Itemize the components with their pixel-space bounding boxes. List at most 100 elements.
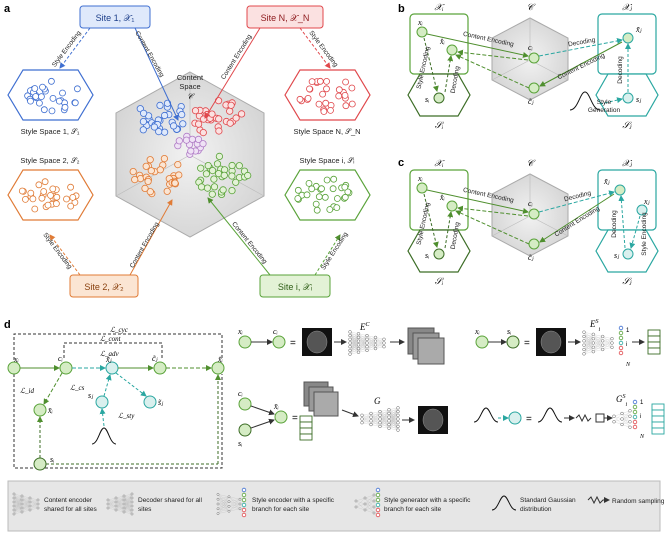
style-encoding-arrow-1 (59, 27, 91, 69)
branch-node (632, 424, 638, 430)
panel-c-sj-domain: 𝒮ⱼ (622, 276, 632, 286)
network-node (122, 494, 126, 498)
legend-style-generator-2: branch for each site (384, 506, 441, 513)
network-node (114, 500, 118, 504)
network-edge (228, 499, 241, 512)
panel-c-label: c (398, 157, 404, 169)
network-node (348, 333, 352, 338)
network-edge (593, 336, 603, 352)
style-encoding-label-1: Style Encoding (51, 29, 83, 68)
se-style-vector (647, 329, 661, 355)
panel-c-xhat-label: x̂ᵢ (439, 193, 445, 202)
network-node (591, 345, 595, 349)
network-edge (602, 342, 613, 350)
scatter-dot (31, 85, 39, 92)
panel-c-xhat-node (446, 200, 458, 212)
scatter-dot (41, 178, 49, 186)
network-node (396, 428, 400, 432)
panel-c-xj-label: xⱼ (643, 197, 651, 206)
branch-node (618, 350, 624, 356)
branch-node (375, 502, 381, 508)
scatter-dot (175, 171, 183, 179)
scatter-dot (21, 195, 29, 203)
network-edge (228, 499, 241, 507)
panel-b-ctilde-label: c̃ⱼ (528, 97, 535, 106)
network-node (365, 333, 369, 338)
network-edge (29, 507, 39, 511)
sg-style-vector (651, 403, 665, 435)
panel-c-decoding-label-2: Decoding (563, 190, 592, 204)
network-node (396, 424, 400, 429)
legend-gaussian-2: distribution (520, 506, 552, 513)
network-node (601, 334, 605, 339)
d-gaussian-icon (91, 427, 117, 445)
dec-label: G (374, 396, 381, 406)
network-edge (375, 339, 385, 345)
content-encoding-arrow-i (207, 197, 271, 276)
scatter-dot (199, 129, 207, 137)
scatter-dot (321, 193, 329, 201)
scatter-dot (36, 99, 43, 107)
network-edge (21, 497, 31, 501)
scatter-dot (53, 193, 61, 201)
network-node (612, 414, 616, 418)
network-edge (29, 497, 39, 501)
network-node (238, 507, 242, 511)
network-node (582, 352, 586, 356)
network-edge (388, 411, 399, 429)
scatter-dot (348, 84, 356, 92)
panel-b-style-generation-label-2: Generation (588, 107, 621, 114)
ce-label: EC (359, 322, 371, 332)
ce-ci-node (272, 335, 286, 349)
network-node (238, 497, 242, 501)
network-edge (107, 497, 117, 505)
network-node (582, 330, 586, 334)
network-edge (349, 333, 359, 351)
network-node (610, 341, 614, 345)
network-edge (228, 503, 241, 512)
scatter-dot (315, 193, 323, 201)
network-edge (115, 495, 125, 511)
network-edge (21, 505, 31, 513)
network-node (114, 504, 118, 508)
legend-decoder-icon (106, 492, 134, 516)
network-node (628, 409, 632, 413)
network-edge (123, 493, 133, 513)
network-node (130, 508, 134, 512)
network-node (387, 422, 391, 427)
scatter-dot (29, 195, 37, 203)
network-node (382, 337, 386, 341)
network-node (372, 499, 376, 503)
style-encoding-arrow-2 (49, 234, 81, 276)
network-edge (366, 344, 376, 351)
network-edge (115, 495, 125, 499)
network-node (106, 498, 110, 502)
panel-c-style-encoding-arrow (423, 193, 439, 248)
scatter-dot (220, 171, 228, 179)
network-edge (593, 336, 603, 348)
panel-c-xj-to-sj-arrow (629, 215, 641, 249)
d-si-node (33, 457, 47, 471)
vector-cell (651, 415, 665, 423)
network-edge (621, 410, 631, 420)
panel-b-xtilde-label: x̃ⱼ (635, 25, 643, 34)
network-node (378, 409, 382, 414)
scatter-dot (306, 85, 313, 93)
scatter-dot (296, 95, 304, 103)
scatter-dot (312, 200, 320, 208)
content-encoding-label-n: Content Encoding (220, 33, 254, 81)
scatter-dot (320, 108, 328, 115)
network-node (348, 330, 352, 334)
vector-cell (651, 421, 665, 429)
scatter-dot (305, 179, 313, 187)
scatter-dot (31, 205, 39, 213)
branch-node (375, 492, 381, 498)
dec-style-vector (299, 415, 313, 441)
scatter-dot (304, 95, 312, 102)
style-encoding-label-i: Style Encoding (320, 231, 350, 272)
panel-b-c-domain: 𝒞 (527, 2, 536, 12)
branch-node (618, 345, 624, 351)
d-xbar-label: x̄ᵢ (47, 406, 53, 415)
panel-c-xi-label: xᵢ (417, 174, 423, 183)
panel-c-content-encoding-arrow (426, 189, 529, 214)
